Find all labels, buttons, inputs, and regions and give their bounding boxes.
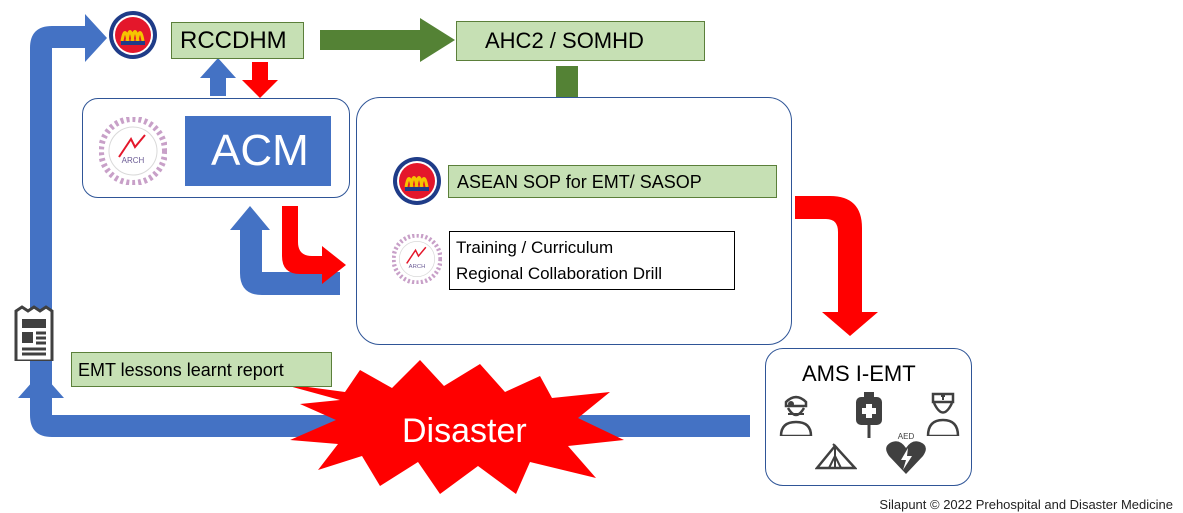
arch-logo-icon: ARCH [391, 233, 443, 285]
training-line1: Training / Curriculum [456, 238, 614, 257]
asean-emblem-icon [108, 10, 158, 60]
arch-logo-text: ARCH [122, 156, 145, 165]
acm-node: ACM [185, 116, 331, 186]
aed-heart-icon: AED [884, 430, 928, 476]
lessons-label: EMT lessons learnt report [78, 360, 284, 380]
arch-logo-text: ARCH [409, 264, 426, 270]
ams-label: AMS I-EMT [802, 361, 916, 386]
blue-return-arrow [30, 300, 750, 437]
aed-label: AED [898, 432, 915, 441]
arch-logo-icon: ARCH [98, 116, 168, 186]
tent-icon [814, 442, 858, 470]
ahc2-label: AHC2 / SOMHD [485, 28, 644, 53]
red-acm-to-center-arrow [282, 206, 346, 284]
asean-sop-label: ASEAN SOP for EMT/ SASOP [457, 172, 702, 192]
ahc2-node: AHC2 / SOMHD [456, 21, 705, 61]
lessons-node: EMT lessons learnt report [71, 352, 332, 387]
training-node: Training / Curriculum Regional Collabora… [449, 231, 735, 290]
asean-sop-node: ASEAN SOP for EMT/ SASOP [448, 165, 777, 198]
disaster-burst [278, 360, 624, 494]
blue-loop-to-lessons-arrow [18, 372, 64, 398]
blue-up-to-rccdhm-arrow [30, 14, 107, 300]
red-acm-down-arrow [242, 62, 278, 98]
credit-text: Silapunt © 2022 Prehospital and Disaster… [879, 497, 1173, 512]
doctor-icon [778, 392, 814, 438]
center-container [356, 97, 792, 345]
training-line2: Regional Collaboration Drill [456, 264, 662, 283]
disaster-label: Disaster [402, 412, 527, 450]
green-rccdhm-to-ahc2-arrow [320, 18, 455, 62]
rccdhm-label: RCCDHM [180, 27, 287, 54]
iv-bag-icon [852, 392, 886, 438]
rccdhm-node: RCCDHM [171, 22, 304, 59]
acm-label: ACM [211, 126, 309, 175]
asean-emblem-icon [392, 156, 442, 206]
blue-acm-up-arrow [200, 58, 236, 96]
report-icon [12, 305, 56, 363]
nurse-icon [925, 390, 961, 438]
red-sop-to-ams-arrow [795, 196, 878, 336]
